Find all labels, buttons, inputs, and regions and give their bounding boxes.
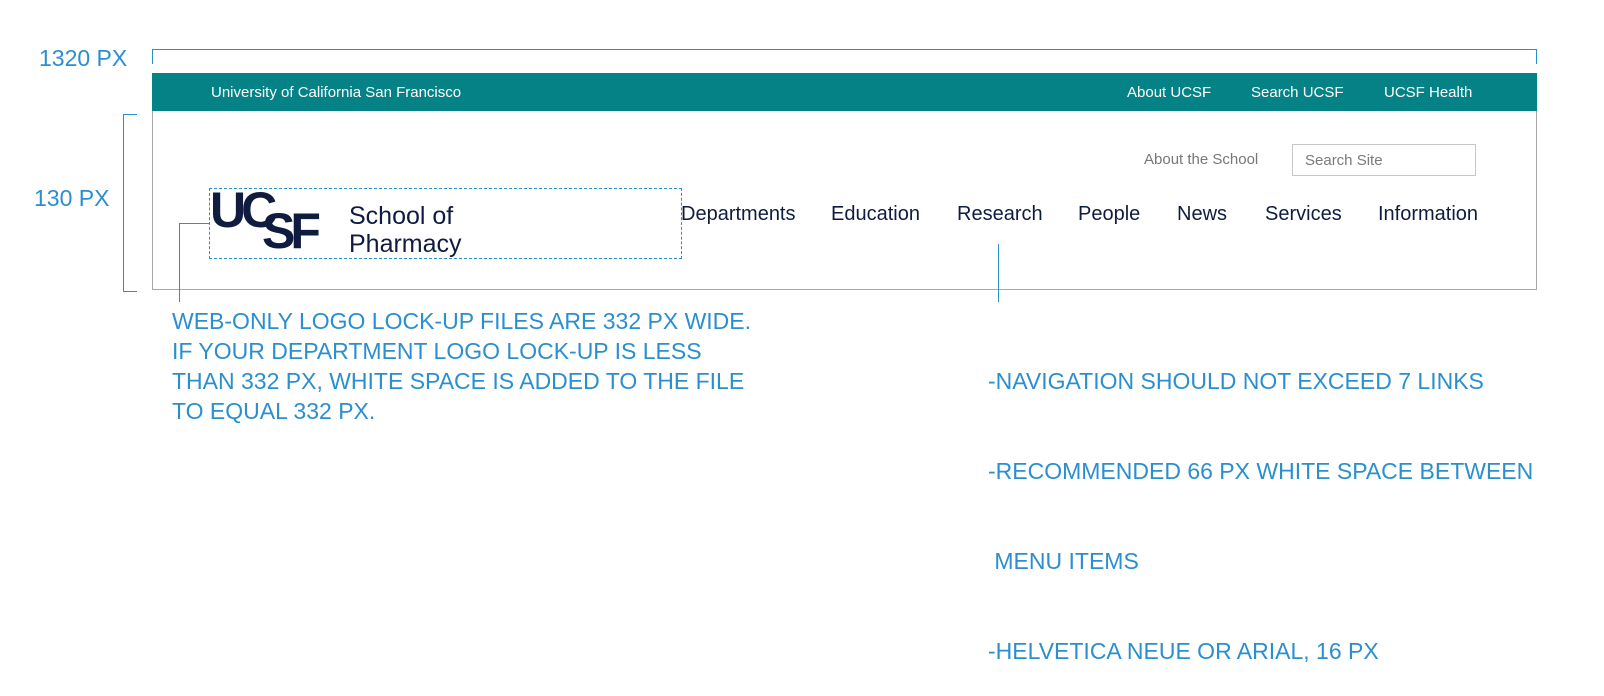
header-mockup-frame: [152, 73, 1537, 290]
university-title: University of California San Francisco: [211, 84, 462, 101]
svg-text:SF: SF: [262, 203, 319, 249]
toplink-ucsf-health[interactable]: UCSF Health: [1384, 84, 1473, 101]
nav-note-line: -RECOMMENDED 66 PX WHITE SPACE BETWEEN: [988, 458, 1534, 484]
logo-lockup-note: WEB-ONLY LOGO LOCK-UP FILES ARE 332 PX W…: [172, 306, 751, 426]
svg-text:UC: UC: [210, 187, 276, 238]
school-name: School of Pharmacy: [349, 202, 462, 258]
nav-note-line: -NAVIGATION SHOULD NOT EXCEED 7 LINKS: [988, 368, 1484, 394]
university-top-bar: University of California San Francisco A…: [152, 73, 1537, 111]
nav-item-research[interactable]: Research: [957, 203, 1043, 225]
nav-item-education[interactable]: Education: [831, 203, 920, 225]
logo-note-line: IF YOUR DEPARTMENT LOGO LOCK-UP IS LESS: [172, 338, 702, 364]
school-name-line-2: Pharmacy: [349, 230, 462, 258]
nav-note-line: -HELVETICA NEUE OR ARIAL, 16 PX: [988, 638, 1379, 664]
ucsf-logo-icon[interactable]: UC SF: [210, 182, 335, 259]
logo-note-line: THAN 332 PX, WHITE SPACE IS ADDED TO THE…: [172, 368, 745, 394]
toplink-search-ucsf[interactable]: Search UCSF: [1251, 84, 1344, 101]
nav-note-line: MENU ITEMS: [988, 548, 1139, 574]
nav-item-information[interactable]: Information: [1378, 203, 1479, 225]
toplink-about-ucsf[interactable]: About UCSF: [1127, 84, 1212, 101]
nav-callout-line: [998, 244, 999, 302]
site-search-input[interactable]: [1293, 145, 1475, 175]
about-the-school-link[interactable]: About the School: [1144, 151, 1259, 168]
site-search-box[interactable]: [1292, 144, 1476, 176]
nav-item-services[interactable]: Services: [1265, 203, 1342, 225]
width-dimension-label: 1320 PX: [39, 45, 128, 71]
nav-item-departments[interactable]: Departments: [681, 203, 796, 225]
logo-note-line: WEB-ONLY LOGO LOCK-UP FILES ARE 332 PX W…: [172, 308, 752, 334]
logo-note-line: TO EQUAL 332 PX.: [172, 398, 376, 424]
nav-item-news[interactable]: News: [1177, 203, 1228, 225]
height-dimension-label: 130 PX: [34, 185, 110, 211]
navigation-note: -NAVIGATION SHOULD NOT EXCEED 7 LINKS -R…: [988, 306, 1533, 696]
school-name-line-1: School of: [349, 202, 454, 230]
nav-item-people[interactable]: People: [1078, 203, 1141, 225]
